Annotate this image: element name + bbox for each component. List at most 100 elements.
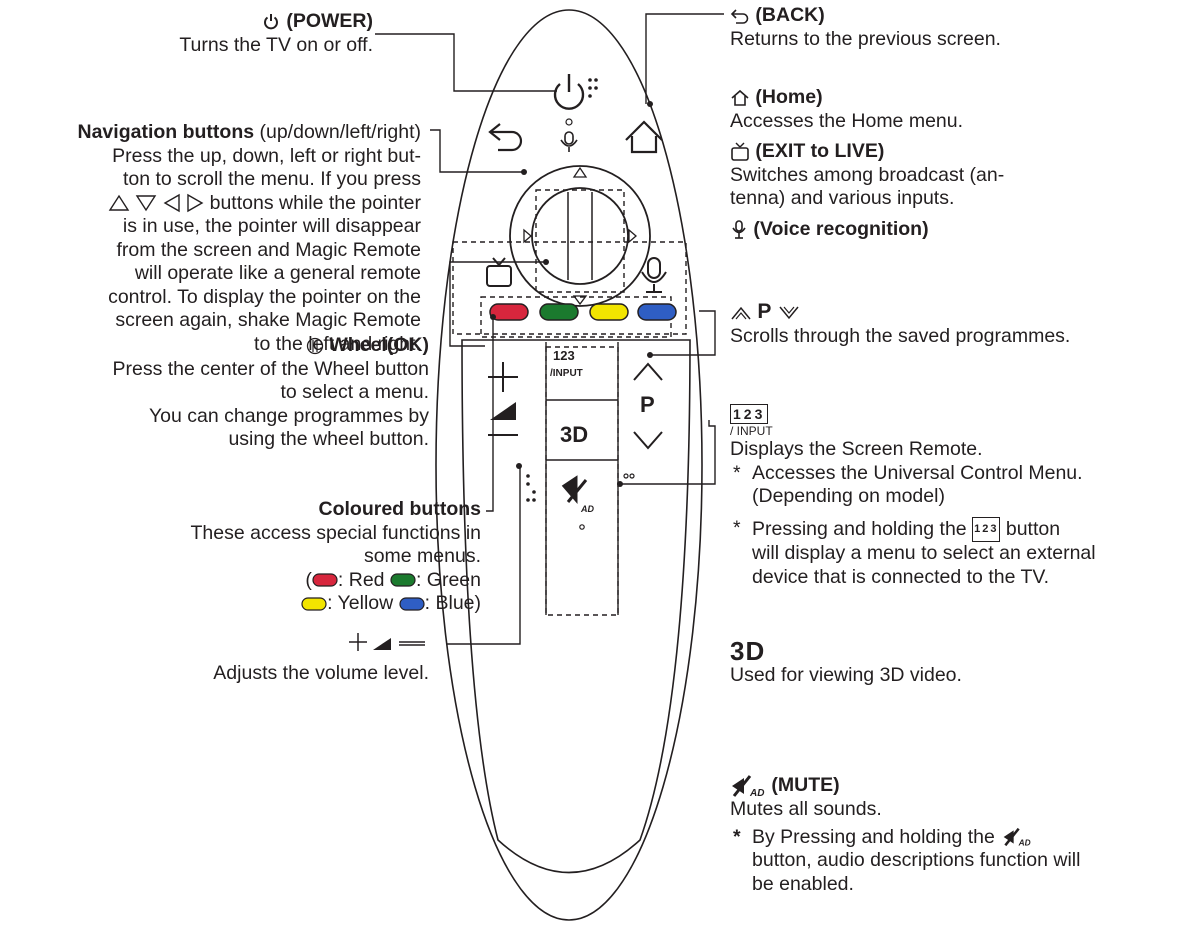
wheel-line-3: You can change programmes by [148, 404, 429, 427]
wheel-line-1: Press the center of the Wheel button [112, 357, 429, 380]
home-button-shape [625, 120, 663, 154]
mute-title: (MUTE) [771, 774, 840, 797]
remote-input-label: /INPUT [550, 368, 583, 379]
wheel-line-4: using the wheel button. [228, 428, 429, 450]
program-letter: P [757, 300, 773, 323]
program-up-icon [731, 306, 751, 320]
mic-small-shape [560, 131, 578, 152]
navigation-block: Navigation buttons (up/down/left/right) … [1, 121, 422, 356]
navigation-title-suffix: (up/down/left/right) [259, 121, 422, 143]
mute-button-shape [561, 475, 588, 505]
yellow-button-shape [589, 303, 629, 321]
wheel-shape [531, 187, 629, 285]
navigation-line-3: buttons while the pointer [209, 191, 421, 214]
svg-text:AD: AD [1018, 838, 1031, 848]
program-leader [650, 310, 716, 356]
input-bullet1-line-2: (Depending on model) [752, 485, 945, 507]
exit-block: (EXIT to LIVE) Switches among broadcast … [730, 140, 1004, 211]
arrow-down-outline-icon [136, 195, 157, 212]
mute-note-a: By Pressing and holding the [752, 825, 995, 848]
program-block: P Scrolls through the saved programmes. [730, 300, 1070, 348]
home-icon [731, 89, 749, 106]
coloured-red-label: : Red [337, 568, 385, 591]
mute-note-line-1: button, audio descriptions function will [752, 849, 1081, 871]
back-button-shape [488, 123, 523, 152]
navigation-ring-shape [509, 165, 651, 307]
mute-desc: Mutes all sounds. [730, 798, 882, 820]
wheel-line-2: to select a menu. [280, 381, 430, 403]
power-button-shape [553, 74, 585, 110]
volume-triangle-shape [490, 402, 516, 420]
power-desc: Turns the TV on or off. [179, 33, 373, 56]
input-bullet2-line-2: device that is connected to the TV. [752, 565, 1050, 588]
three-d-block: 3D Used for viewing 3D video. [730, 636, 962, 687]
wheel-title: Wheel(OK) [329, 334, 429, 356]
yellow-button-icon [301, 597, 327, 611]
navigation-title: Navigation buttons [77, 121, 255, 143]
remote-inner-panel [461, 339, 691, 874]
coloured-title: Coloured buttons [318, 498, 481, 520]
nav-leader [430, 129, 524, 173]
navigation-line-9: to the left and right. [254, 332, 421, 355]
exit-title: (EXIT to LIVE) [755, 140, 885, 162]
volume-block: Adjusts the volume level. [213, 630, 429, 686]
three-d-desc: Used for viewing 3D video. [730, 663, 962, 686]
remote-input-nums: 123 [553, 348, 575, 363]
volume-desc: Adjusts the volume level. [213, 662, 429, 684]
mute-icon: AD [732, 775, 764, 798]
remote-3d-label: 3D [560, 422, 588, 447]
power-block: (POWER) Turns the TV on or off. [179, 10, 373, 57]
coloured-blue-label: : Blue) [424, 592, 481, 614]
top-buttons-dashed-group [452, 241, 687, 335]
remote-body-outline [435, 9, 703, 921]
mute-block: AD (MUTE) Mutes all sounds. * By Pressin… [730, 774, 1081, 895]
arrow-right-outline-icon [187, 194, 204, 213]
navigation-line-8: screen again, shake Magic Remote [115, 309, 421, 331]
input-leader [620, 420, 716, 485]
power-icon [263, 13, 278, 30]
navigation-line-7: control. To display the pointer on the [108, 285, 421, 308]
arrow-up-outline-icon [108, 195, 130, 212]
exit-line-2: tenna) and various inputs. [730, 187, 955, 209]
input-bullet2-line-1: will display a menu to select an externa… [752, 542, 1096, 564]
input-bullet2-b: button [1005, 517, 1061, 540]
input-nums-inline-icon: 123 [972, 516, 1001, 542]
three-d-label: 3D [730, 636, 766, 666]
voice-button-shape [641, 257, 667, 293]
blue-button-icon [399, 597, 425, 611]
red-button-icon [312, 573, 338, 587]
red-button-shape [489, 303, 529, 321]
green-button-shape [539, 303, 579, 321]
mute-note-line-2: be enabled. [752, 872, 854, 895]
back-block: (BACK) Returns to the previous screen. [730, 4, 1001, 51]
input-block: 123 / INPUT Displays the Screen Remote. … [730, 404, 1096, 588]
back-icon [730, 9, 749, 24]
back-title: (BACK) [755, 4, 825, 26]
coloured-line-2: some menus. [363, 545, 481, 567]
coloured-green-label: : Green [415, 568, 481, 591]
coloured-open-paren: ( [305, 568, 312, 591]
navigation-line-4: is in use, the pointer will disappear [122, 215, 421, 237]
remote-p-label: P [640, 392, 655, 417]
program-down-icon [779, 306, 799, 320]
exit-live-icon [731, 142, 749, 161]
arrow-left-outline-icon [163, 194, 180, 213]
program-up-shape [633, 362, 663, 381]
power-title: (POWER) [286, 10, 373, 32]
volume-icons [349, 633, 425, 651]
program-desc: Scrolls through the saved programmes. [730, 324, 1071, 347]
back-desc: Returns to the previous screen. [730, 27, 1001, 50]
home-block: (Home) Accesses the Home menu. [730, 86, 963, 133]
voice-block: (Voice recognition) [730, 218, 929, 242]
wheel-leader [449, 261, 546, 347]
remote-ad-label: AD [580, 504, 594, 514]
green-button-icon [390, 573, 416, 587]
navigation-line-6: will operate like a general remote [134, 262, 421, 284]
voice-title: (Voice recognition) [753, 218, 929, 240]
input-sub: / INPUT [730, 424, 773, 438]
navigation-line-5: from the screen and Magic Remote [116, 238, 421, 261]
home-title: (Home) [755, 86, 823, 108]
program-down-shape [633, 431, 663, 450]
back-leader [645, 13, 724, 104]
